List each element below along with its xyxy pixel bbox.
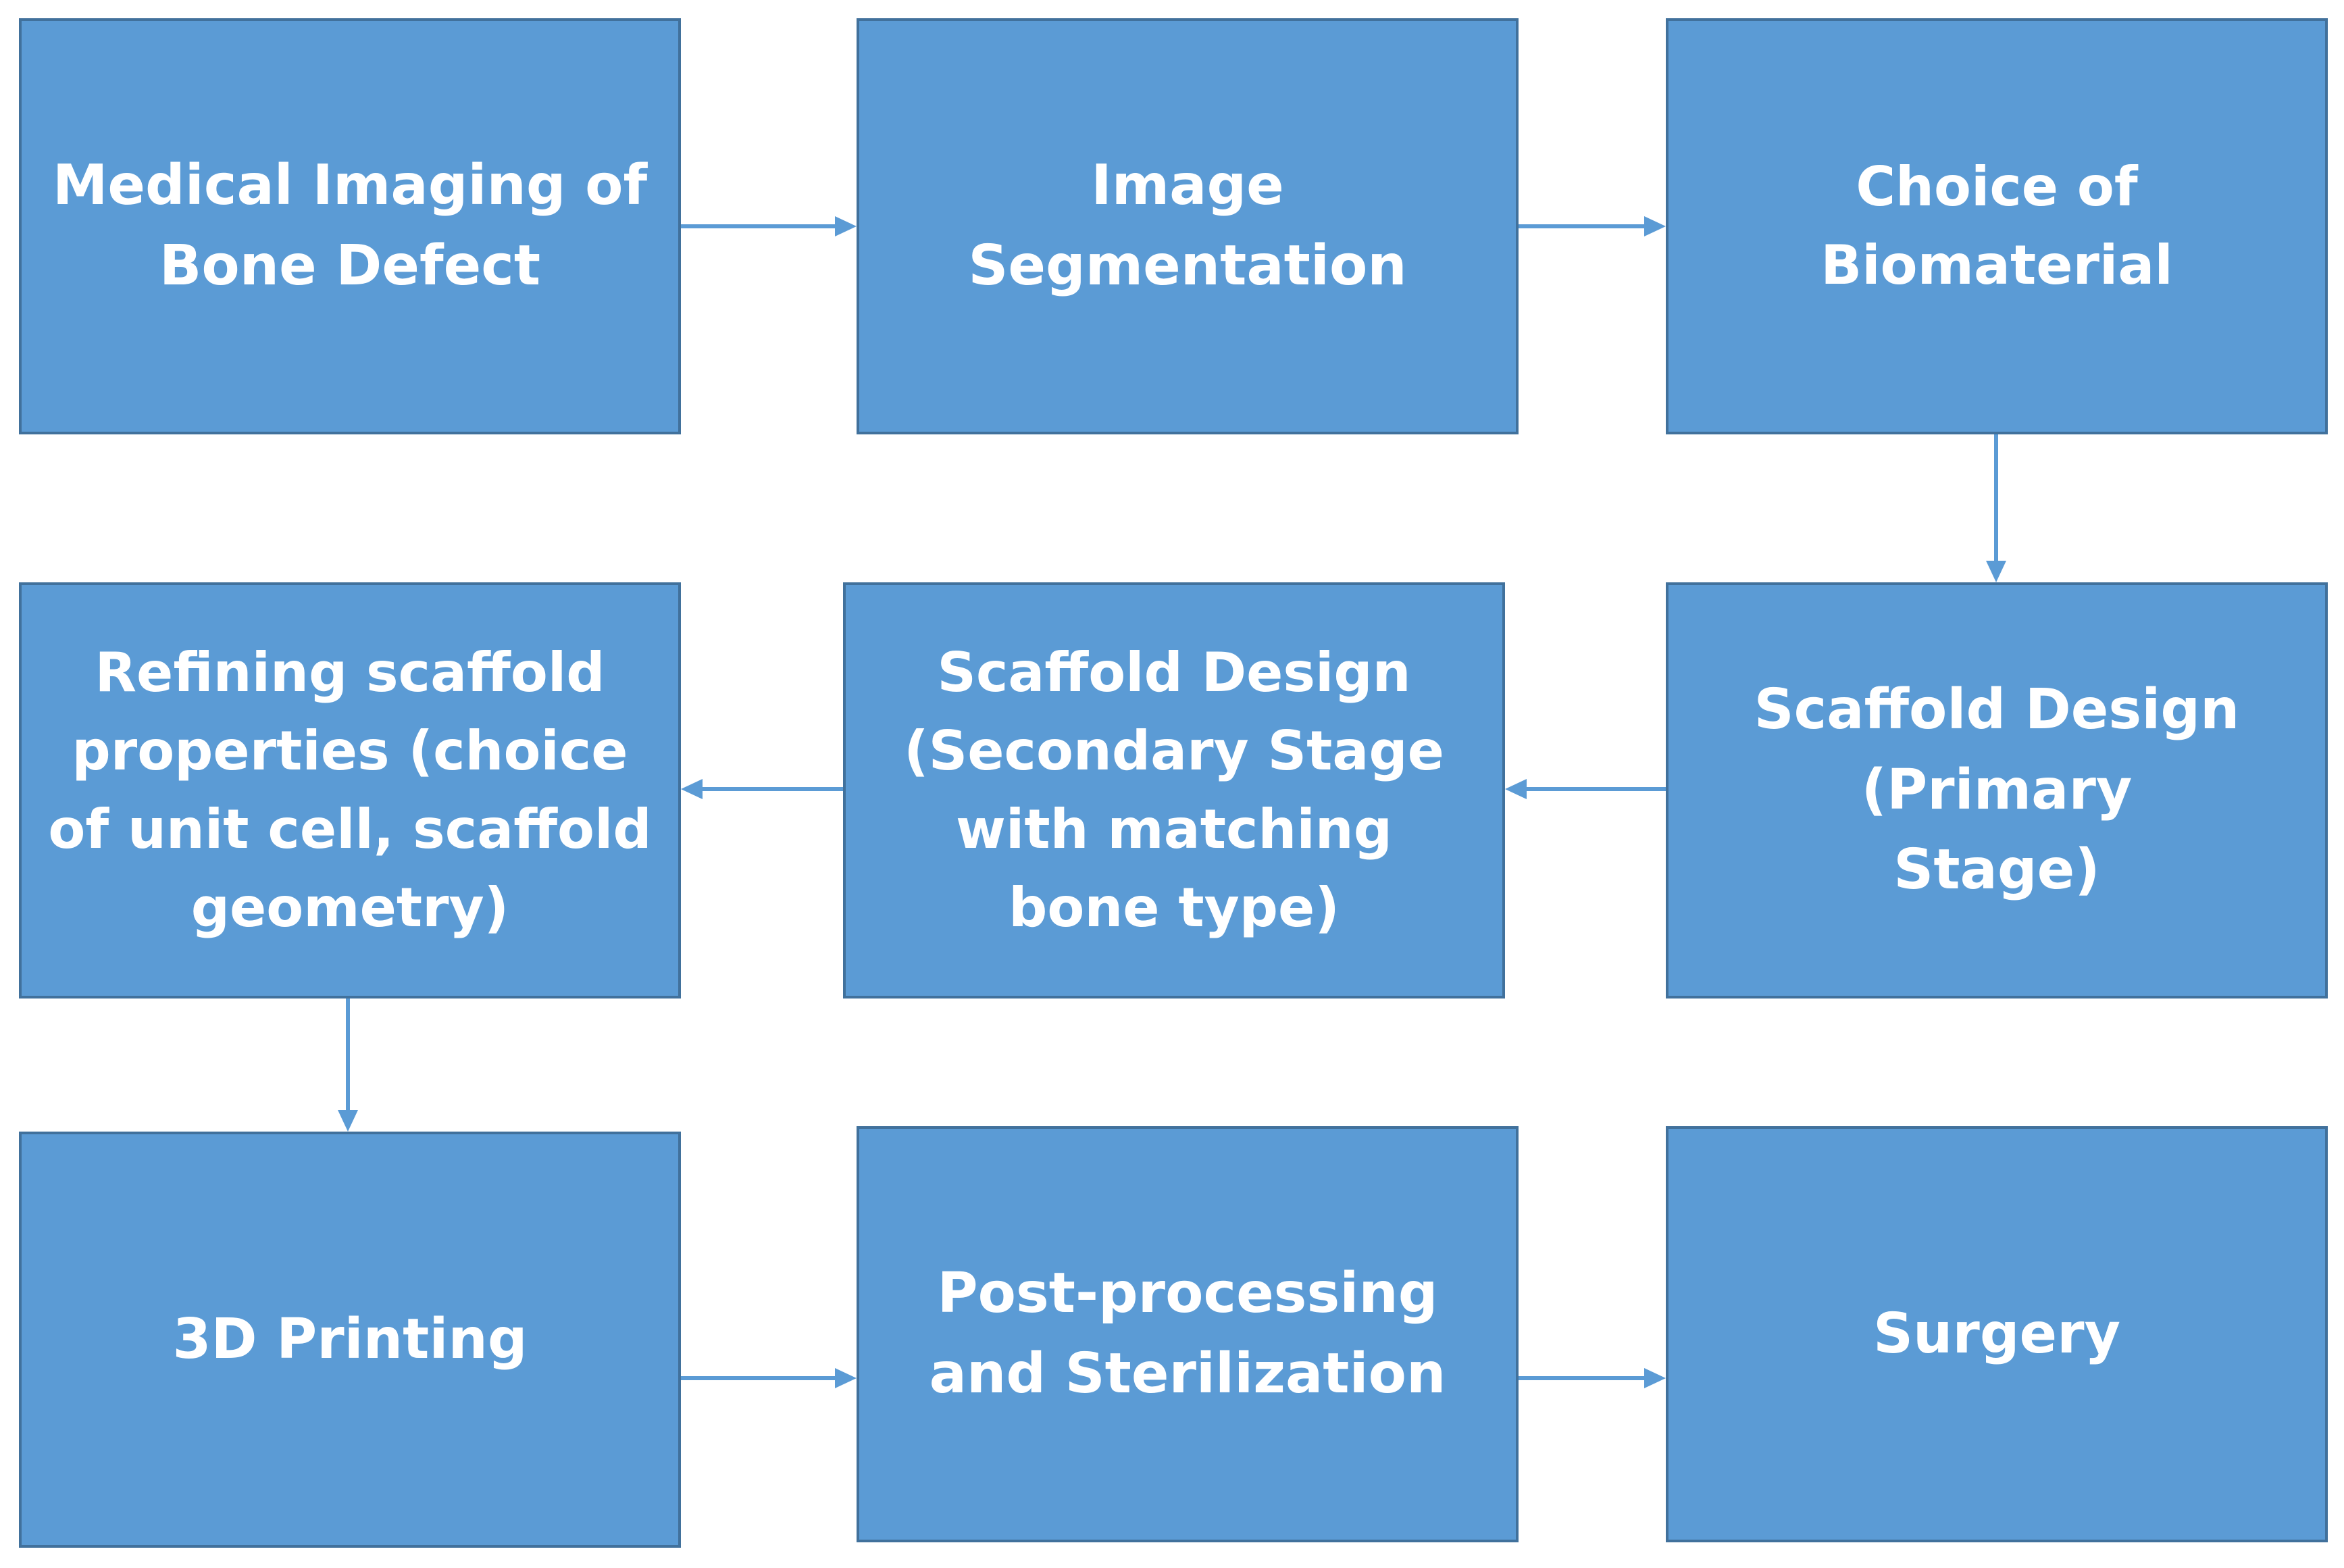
step-refining-scaffold-properties: Refining scaffold properties (choice of …: [19, 582, 681, 998]
step-surgery: Surgery: [1666, 1126, 2328, 1542]
step-image-segmentation-label: Image Segmentation: [968, 153, 1407, 298]
step-refining-scaffold-properties-label: Refining scaffold properties (choice of …: [48, 641, 652, 939]
step-post-processing-sterilization-label: Post-processing and Sterilization: [929, 1261, 1446, 1406]
arrow-secondary-to-refining: [681, 779, 843, 799]
step-3d-printing-label: 3D Printing: [172, 1307, 528, 1371]
arrow-printing-to-postprocessing: [681, 1368, 857, 1388]
arrow-imaging-to-segmentation: [681, 216, 857, 236]
step-medical-imaging: Medical Imaging of Bone Defect: [19, 18, 681, 434]
arrow-biomaterial-to-primary: [1986, 434, 2006, 582]
step-image-segmentation: Image Segmentation: [857, 18, 1519, 434]
step-choice-of-biomaterial: Choice of Biomaterial: [1666, 18, 2328, 434]
step-scaffold-design-primary-label: Scaffold Design (Primary Stage): [1754, 677, 2240, 903]
step-scaffold-design-primary: Scaffold Design (Primary Stage): [1666, 582, 2328, 998]
step-choice-of-biomaterial-label: Choice of Biomaterial: [1820, 155, 2173, 297]
arrow-refining-to-printing: [338, 998, 358, 1132]
step-surgery-label: Surgery: [1872, 1301, 2121, 1366]
step-3d-printing: 3D Printing: [19, 1132, 681, 1548]
arrow-primary-to-secondary: [1505, 779, 1666, 799]
step-post-processing-sterilization: Post-processing and Sterilization: [857, 1126, 1519, 1542]
step-scaffold-design-secondary-label: Scaffold Design (Secondary Stage with ma…: [904, 641, 1444, 939]
step-scaffold-design-secondary: Scaffold Design (Secondary Stage with ma…: [843, 582, 1505, 998]
arrow-segmentation-to-biomaterial: [1519, 216, 1666, 236]
step-medical-imaging-label: Medical Imaging of Bone Defect: [52, 153, 648, 298]
arrow-postprocessing-to-surgery: [1519, 1368, 1666, 1388]
